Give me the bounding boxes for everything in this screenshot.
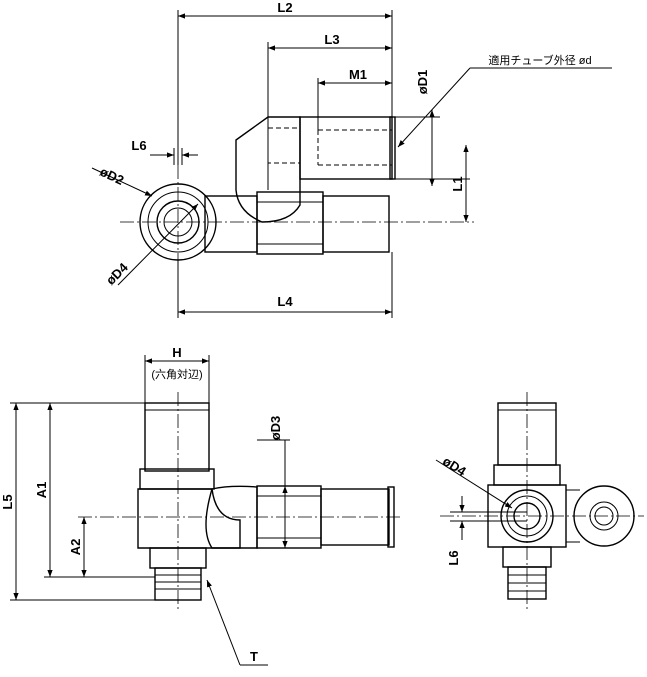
label-H: H <box>172 345 181 360</box>
side-stem-top <box>497 402 557 466</box>
label-T: T <box>250 649 258 664</box>
leader-tube-note <box>397 67 471 148</box>
label-L4: L4 <box>277 294 293 309</box>
label-D4: øD4 <box>103 259 132 288</box>
front-body <box>137 488 241 549</box>
top-body-lower <box>204 195 258 253</box>
label-M1: M1 <box>349 67 367 82</box>
top-hex-nut <box>256 191 324 255</box>
leader-D4 <box>117 203 199 286</box>
label-L3: L3 <box>324 32 339 47</box>
label-L6-side: L6 <box>446 550 461 565</box>
side-view: øD4 L6 <box>435 392 644 612</box>
leader-T <box>206 579 241 666</box>
front-stem-top <box>144 402 210 472</box>
front-view: H (六角対辺) L5 A1 A2 øD3 T <box>0 345 400 666</box>
label-tube-note: 適用チューブ外径 ød <box>488 53 591 67</box>
label-D3: øD3 <box>268 416 283 441</box>
label-D2: øD2 <box>98 164 127 188</box>
top-view: L2 L3 M1 øD1 L1 L6 øD2 øD4 L4 適用チューブ外径 ø… <box>91 0 612 318</box>
label-L2: L2 <box>277 0 292 15</box>
leader-D2 <box>91 167 153 197</box>
label-D4-side: øD4 <box>440 453 469 479</box>
label-L6: L6 <box>131 138 146 153</box>
top-pipe-section <box>322 195 390 253</box>
top-tube-body <box>299 116 393 180</box>
top-hidden-bore <box>267 127 301 164</box>
front-hex-upper <box>139 468 215 490</box>
label-L5: L5 <box>0 494 15 509</box>
label-hex-note: (六角対辺) <box>151 367 202 381</box>
label-L1: L1 <box>450 176 465 191</box>
leader-D4-side <box>435 459 513 509</box>
label-A1: A1 <box>34 482 49 499</box>
label-D1: øD1 <box>415 70 430 95</box>
label-A2: A2 <box>68 539 83 556</box>
